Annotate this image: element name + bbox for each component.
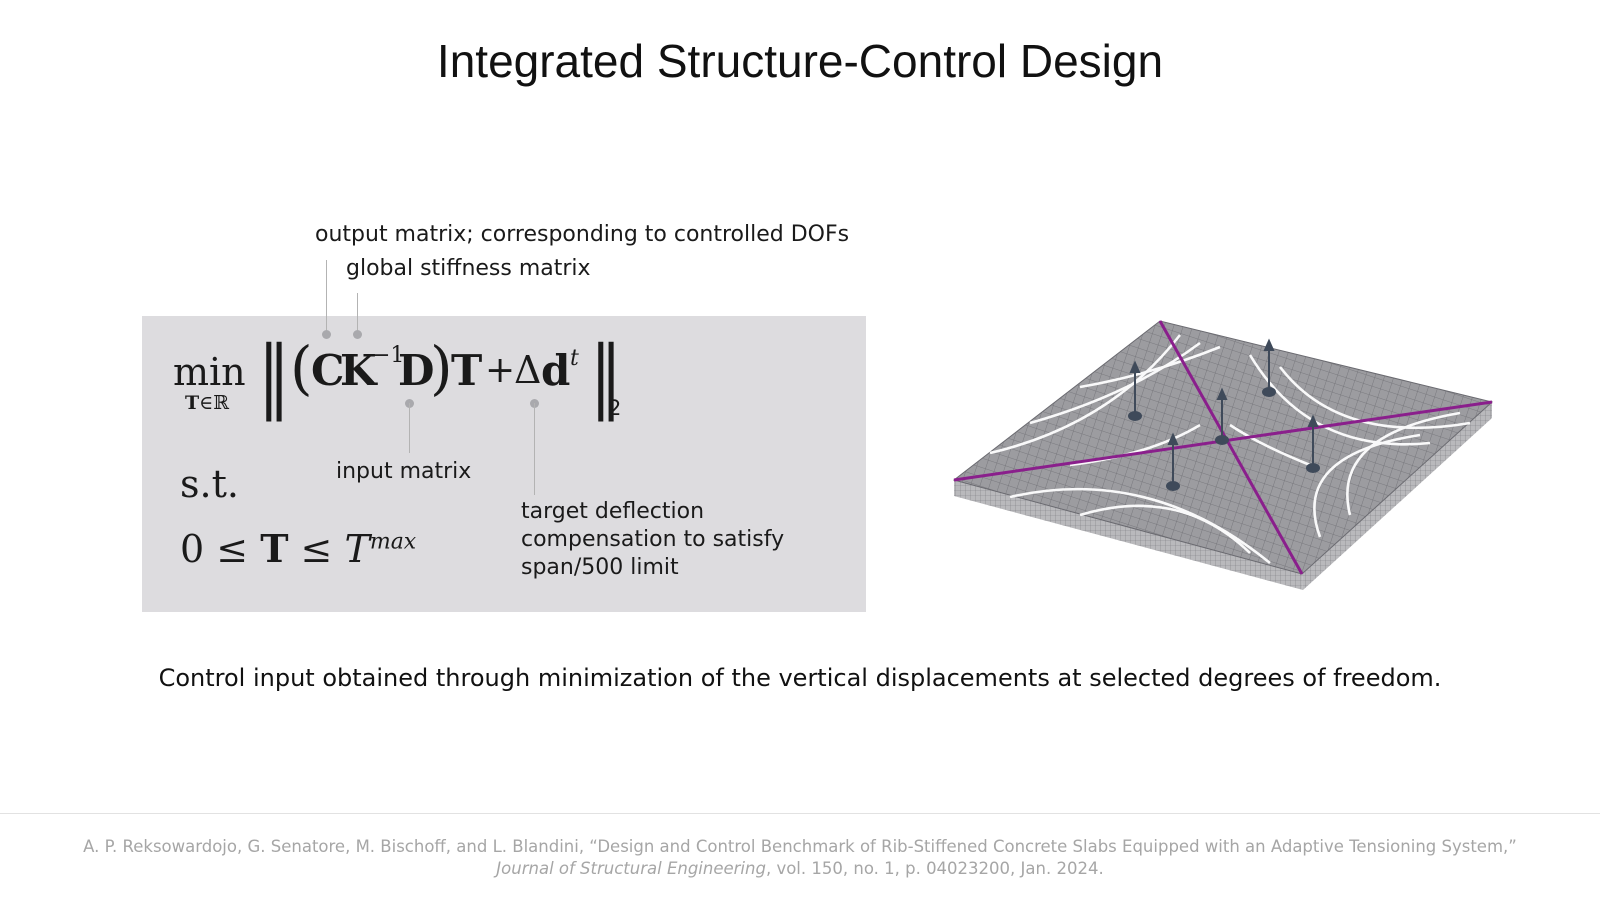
formula-paren-close: ) bbox=[430, 334, 453, 402]
formula-d: d bbox=[541, 346, 571, 395]
constraint-mid: ≤ bbox=[288, 527, 345, 571]
formula-plus: + bbox=[485, 350, 516, 391]
slide-title: Integrated Structure-Control Design bbox=[436, 35, 1164, 87]
footer-divider bbox=[0, 813, 1600, 814]
formula-delta: Δ bbox=[514, 348, 542, 392]
stiffness-matrix-label: global stiffness matrix bbox=[346, 256, 591, 281]
target-deflection-line3: span/500 limit bbox=[521, 555, 679, 580]
input-matrix-label: input matrix bbox=[336, 459, 472, 484]
slab-ribs bbox=[989, 334, 1471, 565]
formula-norm-open: ‖ bbox=[258, 330, 290, 423]
formula-panel bbox=[142, 316, 866, 612]
formula-constraint: 0 ≤ T ≤ Tmax bbox=[180, 526, 416, 571]
formula-norm-subscript: 2 bbox=[608, 396, 622, 420]
formula-K: K bbox=[340, 346, 377, 395]
target-deflection-line2: compensation to satisfy bbox=[521, 527, 785, 552]
leader-output-matrix bbox=[326, 260, 327, 334]
formula-paren-open: ( bbox=[290, 334, 313, 402]
formula-min: min bbox=[173, 350, 246, 394]
formula-d-superscript: t bbox=[570, 346, 579, 371]
output-matrix-label: output matrix; corresponding to controll… bbox=[315, 222, 850, 247]
formula-T: T bbox=[451, 346, 483, 395]
slab-edge-left bbox=[954, 480, 1303, 590]
formula-min-sub-set: ∈ℝ bbox=[199, 392, 229, 414]
formula-subject-to: s.t. bbox=[180, 462, 239, 506]
formula-min-sub-T: T bbox=[185, 392, 200, 414]
slab-illustration bbox=[952, 320, 1494, 590]
slab-edge-right bbox=[1302, 402, 1492, 590]
reference-journal: Journal of Structural Engineering bbox=[496, 859, 766, 878]
constraint-max-superscript: max bbox=[369, 529, 417, 555]
constraint-Tmax: T bbox=[344, 527, 370, 571]
leader-target-deflection bbox=[534, 403, 535, 495]
formula-D: D bbox=[398, 346, 435, 395]
formula-C: C bbox=[311, 346, 345, 395]
target-deflection-line1: target deflection bbox=[521, 499, 705, 524]
formula-norm-close: ‖ bbox=[590, 330, 622, 423]
reference-citation: A. P. Reksowardojo, G. Senatore, M. Bisc… bbox=[70, 836, 1530, 880]
formula-K-superscript: −1 bbox=[372, 343, 405, 368]
dot-stiffness-matrix bbox=[353, 330, 362, 339]
reference-text-before: A. P. Reksowardojo, G. Senatore, M. Bisc… bbox=[83, 837, 1517, 856]
constraint-left: 0 ≤ bbox=[180, 527, 261, 571]
slab-top-surface bbox=[952, 320, 1494, 575]
leader-input-matrix bbox=[409, 403, 410, 453]
dot-output-matrix bbox=[322, 330, 331, 339]
reference-text-after: , vol. 150, no. 1, p. 04023200, Jan. 202… bbox=[765, 859, 1104, 878]
slab-actuators bbox=[1128, 338, 1320, 491]
caption: Control input obtained through minimizat… bbox=[158, 664, 1442, 692]
formula-min-subscript: T∈ℝ bbox=[185, 392, 229, 414]
constraint-T: T bbox=[260, 526, 289, 571]
leader-stiffness-matrix bbox=[357, 293, 358, 334]
